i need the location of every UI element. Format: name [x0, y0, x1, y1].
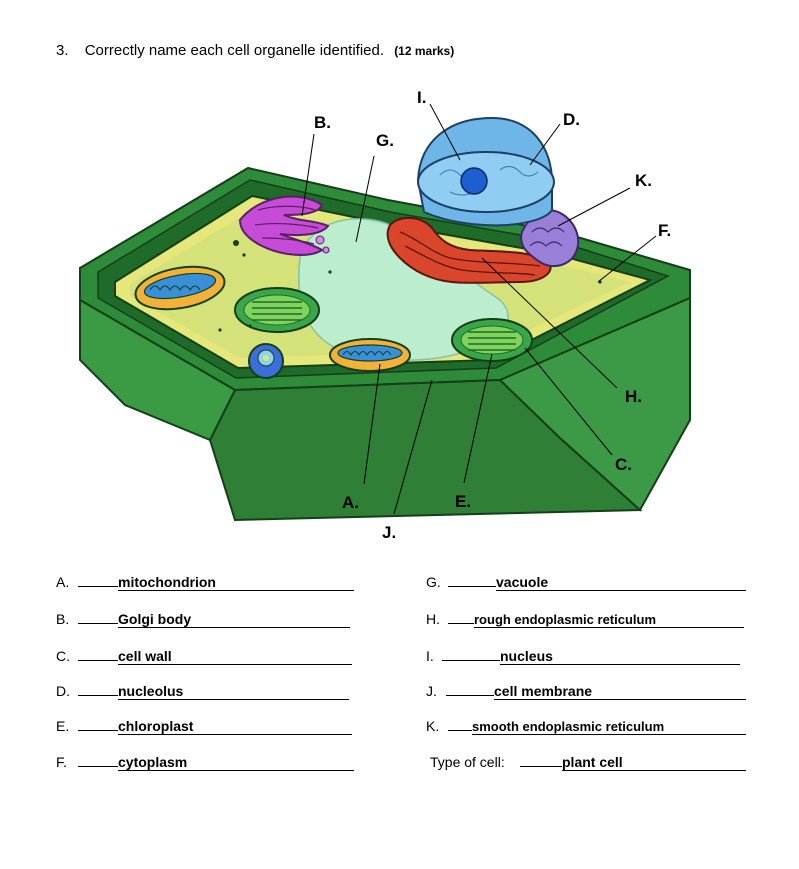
question-text: Correctly name each cell organelle ident… — [84, 42, 385, 59]
answer-a: A.mitochondrion — [56, 572, 354, 591]
chloroplast-right — [451, 318, 533, 362]
question-header: 3. Correctly name each cell organelle id… — [56, 42, 454, 59]
chloroplast-left — [234, 287, 320, 333]
nucleolus — [460, 167, 488, 195]
label-g: G. — [376, 131, 394, 150]
answer-text: rough endoplasmic reticulum — [474, 612, 744, 628]
answer-text: vacuole — [496, 574, 746, 591]
question-number: 3. — [56, 42, 69, 59]
answer-text: mitochondrion — [118, 574, 354, 591]
answer-g: G.vacuole — [426, 572, 746, 591]
label-h: H. — [625, 387, 642, 406]
label-f: F. — [658, 221, 671, 240]
answer-cell-type: Type of cell: plant cell — [430, 752, 746, 771]
answer-text: cell membrane — [494, 683, 746, 700]
cytoplasm-particles — [218, 240, 602, 332]
label-b: B. — [314, 113, 331, 132]
question-marks: (12 marks) — [394, 44, 455, 58]
rough-endoplasmic-reticulum — [386, 216, 552, 284]
mitochondrion-left — [134, 265, 226, 311]
answer-text: nucleus — [500, 648, 740, 665]
answer-text: Golgi body — [118, 611, 350, 628]
label-k: K. — [635, 171, 652, 190]
golgi-body — [238, 195, 330, 256]
answer-k: K.smooth endoplasmic reticulum — [426, 716, 746, 735]
answer-text: cytoplasm — [118, 754, 354, 771]
label-j: J. — [382, 523, 396, 542]
answer-text: nucleolus — [118, 683, 349, 700]
answer-text: chloroplast — [118, 718, 352, 735]
answer-b: B.Golgi body — [56, 609, 350, 628]
answer-j: J.cell membrane — [426, 681, 746, 700]
label-a: A. — [342, 493, 359, 512]
answer-f: F.cytoplasm — [56, 752, 354, 771]
answer-e: E.chloroplast — [56, 716, 352, 735]
mitochondrion-center — [329, 338, 411, 372]
label-e: E. — [455, 492, 471, 511]
label-i: I. — [417, 88, 426, 107]
answer-text: smooth endoplasmic reticulum — [472, 719, 746, 735]
answer-text: cell wall — [118, 648, 352, 665]
vesicle — [248, 343, 284, 379]
answer-c: C.cell wall — [56, 646, 352, 665]
cell-type-label: Type of cell: — [430, 754, 505, 770]
answer-d: D.nucleolus — [56, 681, 349, 700]
answer-i: I.nucleus — [426, 646, 740, 665]
nucleus — [416, 116, 555, 227]
label-d: D. — [563, 110, 580, 129]
plant-cell-diagram: A. B. C. D. E. F. G. H. I. J. K. — [79, 88, 691, 542]
leader-lines — [301, 103, 657, 515]
cell-type-answer: plant cell — [562, 754, 746, 771]
label-c: C. — [615, 455, 632, 474]
answer-h: H.rough endoplasmic reticulum — [426, 609, 744, 628]
